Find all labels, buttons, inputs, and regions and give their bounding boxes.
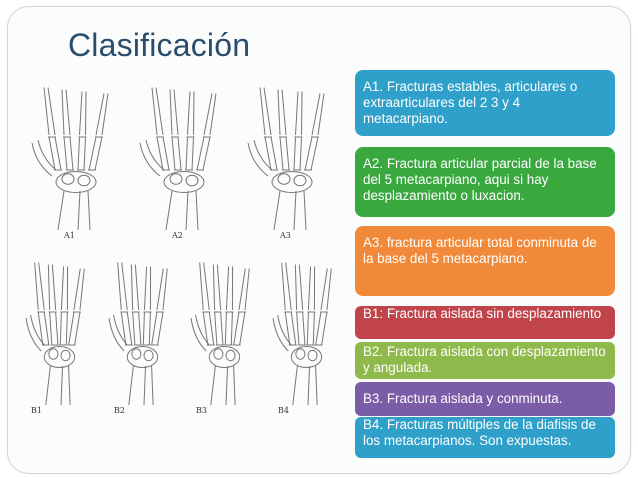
hand-label: A2: [171, 231, 183, 240]
box-a2-text: A2. Fractura articular parcial de la bas…: [363, 156, 597, 203]
hand-label: B1: [31, 406, 42, 415]
hand-label: B2: [114, 406, 125, 415]
hand-sketch: A2: [139, 87, 217, 240]
box-b3-text: B3. Fractura aislada y conminuta.: [363, 391, 563, 406]
box-b1: B1: Fractura aislada sin desplazamiento: [355, 306, 615, 339]
box-b4-text: B4. Fracturas múltiples de la diafisis d…: [363, 417, 596, 448]
hand-sketch: B4: [272, 262, 332, 415]
box-a3-text: A3. fractura articular total conminuta d…: [363, 235, 597, 266]
hand-sketch: B3: [190, 262, 250, 415]
box-a1: A1. Fracturas estables, articulares o ex…: [355, 70, 615, 136]
hand-sketch: B2: [108, 262, 168, 415]
box-a2: A2. Fractura articular parcial de la bas…: [355, 147, 615, 217]
slide-title: Clasificación: [68, 27, 251, 63]
box-b2-text: B2. Fractura aislada con desplazamiento …: [363, 344, 606, 375]
hand-label: A1: [63, 231, 75, 240]
hand-sketch: A3: [247, 87, 325, 240]
box-b3: B3. Fractura aislada y conminuta.: [355, 382, 615, 416]
box-b4: B4. Fracturas múltiples de la diafisis d…: [355, 417, 615, 458]
hand-label: A3: [279, 231, 291, 240]
hand-sketch: A1: [31, 87, 109, 240]
box-a3: A3. fractura articular total conminuta d…: [355, 226, 615, 296]
box-b2: B2. Fractura aislada con desplazamiento …: [355, 342, 615, 379]
box-a1-text: A1. Fracturas estables, articulares o ex…: [363, 79, 578, 126]
hand-label: B3: [196, 406, 207, 415]
box-b1-text: B1: Fractura aislada sin desplazamiento: [363, 306, 602, 321]
hand-sketch: B1: [25, 262, 85, 415]
hand-label: B4: [278, 406, 289, 415]
